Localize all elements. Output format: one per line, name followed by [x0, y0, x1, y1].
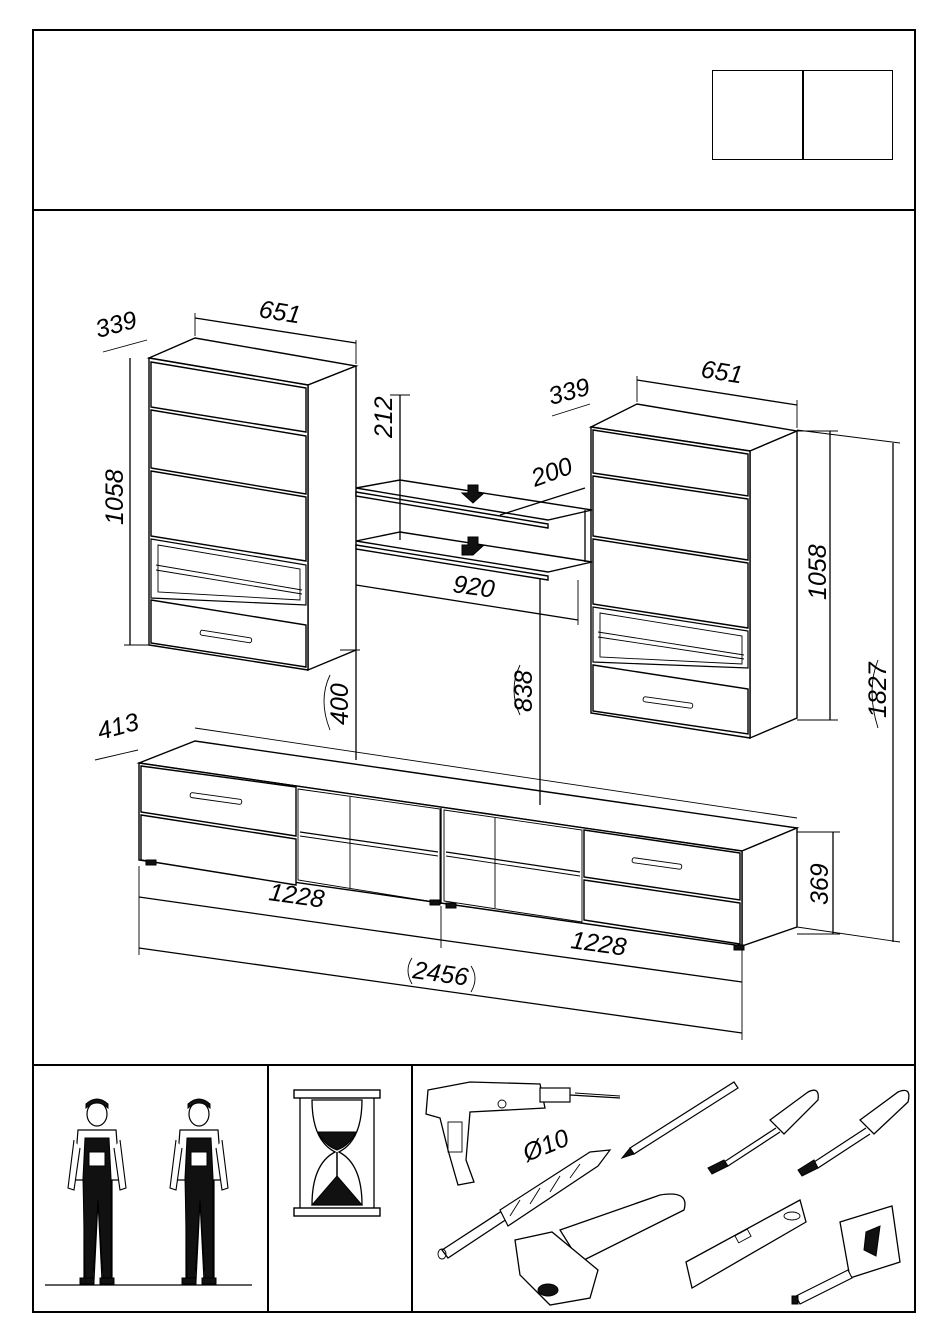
- dim-left-width: 651: [257, 295, 303, 329]
- tv-unit: [139, 741, 797, 950]
- drill-bit-diameter-label: Ø10: [518, 1124, 573, 1168]
- wall-shelves: [356, 480, 592, 580]
- dim-tv-depth: 413: [94, 708, 142, 746]
- hammer-icon: [515, 1194, 685, 1305]
- two-persons-icon: [45, 1099, 252, 1285]
- dim-tv-right-width: 1228: [569, 926, 628, 961]
- dim-left-height: 1058: [101, 469, 129, 525]
- dim-right-width: 651: [699, 355, 745, 389]
- hourglass-icon: [294, 1090, 380, 1216]
- spirit-level-icon: [686, 1200, 806, 1288]
- dim-tv-height: 369: [806, 863, 834, 905]
- dim-shelf-depth: 200: [527, 452, 577, 493]
- dim-shelf-width: 920: [451, 570, 496, 604]
- screwdriver-phillips-icon: [708, 1090, 818, 1174]
- dim-shelf-spacing: 212: [370, 396, 398, 439]
- dim-gap-above-tv: 400: [326, 683, 354, 725]
- dim-right-height: 1058: [804, 544, 832, 600]
- dim-total-width: 2456: [410, 956, 470, 992]
- dim-left-depth: 339: [92, 306, 140, 344]
- wall-cabinet-right: [591, 404, 797, 738]
- dim-total-height: 1827: [864, 661, 892, 718]
- tape-measure-icon: [792, 1206, 900, 1304]
- paren-close: [471, 966, 475, 992]
- wall-cabinet-left: [149, 338, 356, 670]
- pencil-icon: [622, 1082, 738, 1158]
